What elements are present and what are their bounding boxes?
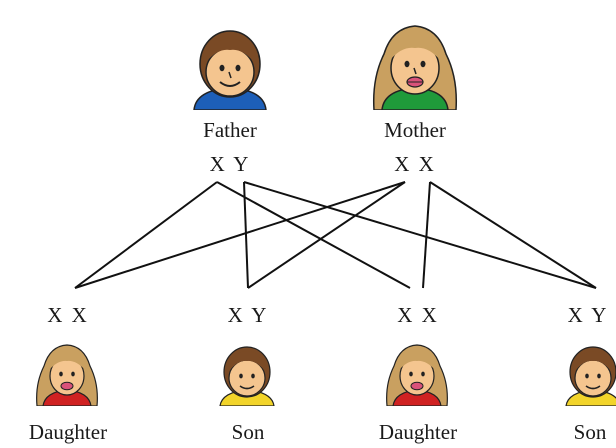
line-mother-x2-daughter2: [422, 181, 431, 289]
daughter2-face-icon: [386, 344, 448, 406]
mother-label: Mother: [384, 118, 446, 142]
father-label: Father: [203, 118, 257, 142]
line-mother-x1-son1: [247, 181, 406, 289]
child4-genotype: X Y: [567, 303, 609, 327]
line-father-y-son1: [243, 181, 249, 289]
mother-genotype: X X: [394, 152, 436, 176]
child3-label: Daughter: [378, 420, 458, 444]
child2-genotype: X Y: [227, 303, 269, 327]
daughter1-face-icon: [36, 344, 98, 406]
child1-genotype: X X: [47, 303, 89, 327]
mother-face-icon: [372, 25, 458, 110]
line-father-x-daughter2: [216, 181, 411, 289]
child3-genotype: X X: [397, 303, 439, 327]
child2-label: Son: [231, 420, 265, 444]
child1-label: Daughter: [28, 420, 108, 444]
father-face-icon: [193, 30, 267, 110]
son2-face-icon: [565, 346, 616, 406]
line-mother-x2-son2: [429, 181, 597, 289]
line-mother-x1-daughter1: [74, 181, 406, 289]
line-father-y-son2: [243, 181, 597, 289]
line-father-x-daughter1: [74, 181, 218, 289]
child4-label: Son: [573, 420, 607, 444]
son1-face-icon: [219, 346, 275, 406]
father-genotype: X Y: [209, 152, 251, 176]
